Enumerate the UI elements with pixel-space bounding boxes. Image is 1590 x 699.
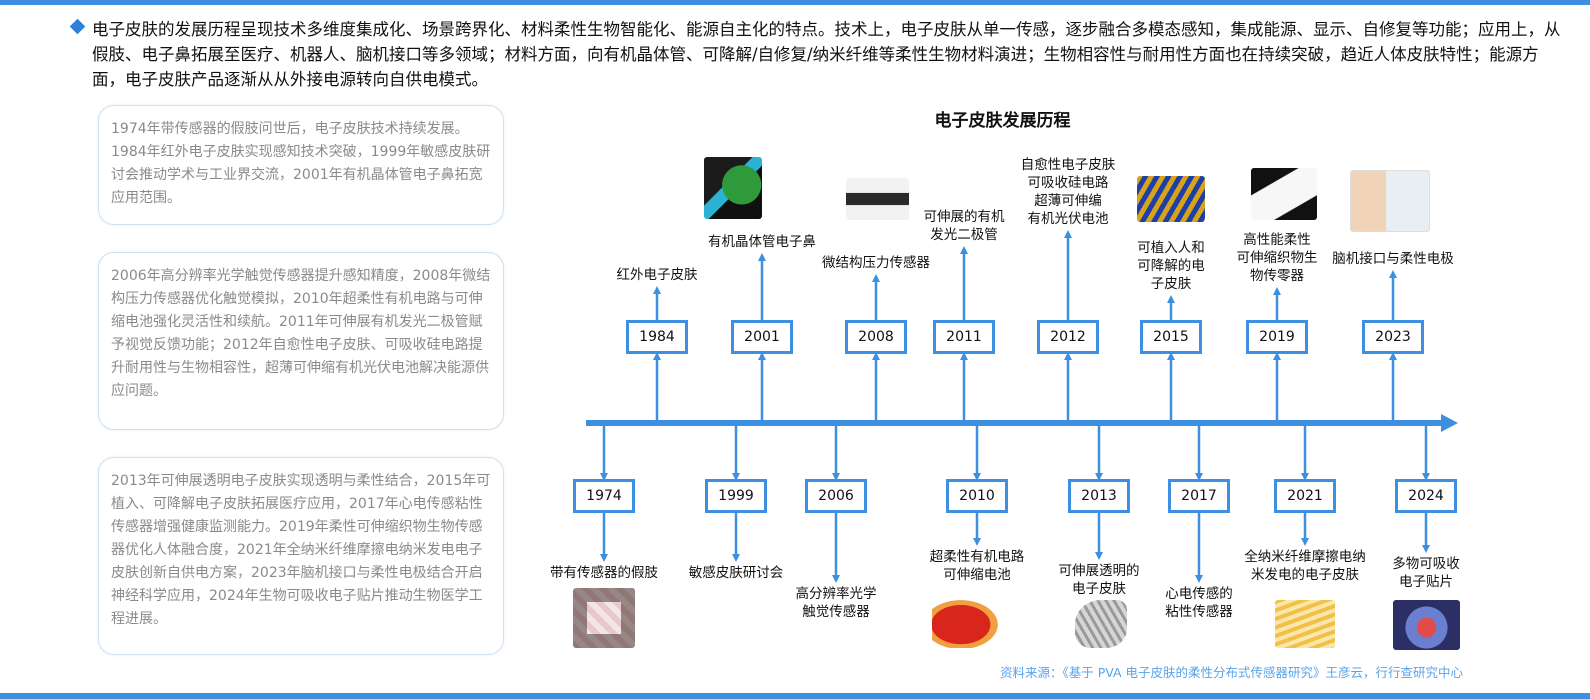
fabric-biosensor-photo bbox=[1251, 168, 1317, 220]
milestone-label-2017: 心电传感的 粘性传感器 bbox=[1165, 586, 1233, 620]
year-box-1999: 1999 bbox=[705, 479, 767, 513]
brain-interface-photo bbox=[1350, 170, 1430, 232]
milestone-label-2008: 微结构压力传感器 bbox=[822, 255, 930, 271]
pressure-sensor-photo bbox=[846, 178, 909, 220]
milestone-label-1984: 红外电子皮肤 bbox=[616, 267, 698, 283]
year-box-2023: 2023 bbox=[1362, 320, 1424, 354]
year-box-2019: 2019 bbox=[1246, 320, 1308, 354]
year-box-2017: 2017 bbox=[1168, 479, 1230, 513]
year-box-2008: 2008 bbox=[845, 320, 907, 354]
intro-paragraph: 电子皮肤的发展历程呈现技术多维度集成化、场景跨界化、材料柔性生物智能化、能源自主… bbox=[69, 17, 1564, 92]
transparent-skin-photo bbox=[1075, 600, 1127, 648]
milestone-label-2021: 全纳米纤维摩擦电纳 米发电的电子皮肤 bbox=[1244, 549, 1366, 583]
milestone-label-2012: 自愈性电子皮肤 可吸收硅电路 超薄可伸编 有机光伏电池 bbox=[1020, 157, 1116, 227]
summary-box-1: 1974年带传感器的假肢问世后，电子皮肤技术持续发展。1984年红外电子皮肤实现… bbox=[98, 105, 504, 225]
year-box-2012: 2012 bbox=[1037, 320, 1099, 354]
milestone-label-2023: 脑机接口与柔性电极 bbox=[1332, 251, 1454, 267]
absorbable-patch-photo bbox=[1393, 600, 1460, 650]
summary-box-3: 2013年可伸展透明电子皮肤实现透明与柔性结合，2015年可植入、可降解电子皮肤… bbox=[98, 457, 504, 655]
year-box-2021: 2021 bbox=[1274, 479, 1336, 513]
milestone-label-2006: 高分辨率光学 触觉传感器 bbox=[795, 586, 877, 620]
organic-transistor-nose-photo bbox=[704, 157, 762, 219]
year-box-2013: 2013 bbox=[1068, 479, 1130, 513]
chart-title: 电子皮肤发展历程 bbox=[934, 111, 1071, 131]
milestone-label-1974: 带有传感器的假肢 bbox=[550, 565, 658, 581]
prosthetic-hand-photo bbox=[573, 588, 635, 648]
source-note: 资料来源：《基于 PVA 电子皮肤的柔性分布式传感器研究》王彦云，行行查研究中心 bbox=[1000, 665, 1464, 680]
implantable-skin-photo bbox=[1137, 176, 1205, 222]
milestone-label-2001: 有机晶体管电子鼻 bbox=[708, 234, 816, 250]
top-accent-bar bbox=[0, 0, 1590, 5]
milestone-label-2011: 可伸展的有机 发光二极管 bbox=[923, 209, 1005, 243]
flexible-circuit-photo bbox=[932, 596, 1004, 648]
intro-text: 电子皮肤的发展历程呈现技术多维度集成化、场景跨界化、材料柔性生物智能化、能源自主… bbox=[92, 20, 1561, 89]
year-box-2001: 2001 bbox=[731, 320, 793, 354]
milestone-label-2015: 可植入人和 可降解的电 子皮肤 bbox=[1137, 240, 1205, 292]
milestone-label-2019: 高性能柔性 可伸缩织物生 物传零器 bbox=[1236, 232, 1318, 284]
bottom-accent-bar bbox=[0, 693, 1590, 699]
milestone-label-1999: 敏感皮肤研讨会 bbox=[688, 565, 784, 581]
timeline-axis-arrowhead bbox=[1441, 414, 1458, 432]
year-box-2015: 2015 bbox=[1140, 320, 1202, 354]
year-box-1984: 1984 bbox=[626, 320, 688, 354]
year-box-2010: 2010 bbox=[946, 479, 1008, 513]
year-box-2011: 2011 bbox=[933, 320, 995, 354]
year-box-1974: 1974 bbox=[573, 479, 635, 513]
summary-box-2: 2006年高分辨率光学触觉传感器提升感知精度，2008年微结构压力传感器优化触觉… bbox=[98, 252, 504, 430]
nanofiber-generator-photo bbox=[1275, 600, 1335, 648]
year-box-2024: 2024 bbox=[1395, 479, 1457, 513]
milestone-label-2013: 可伸展透明的 电子皮肤 bbox=[1058, 563, 1140, 597]
milestone-label-2010: 超柔性有机电路 可伸缩电池 bbox=[929, 549, 1025, 583]
milestone-label-2024: 多物可吸收 电子贴片 bbox=[1392, 556, 1460, 590]
year-box-2006: 2006 bbox=[805, 479, 867, 513]
